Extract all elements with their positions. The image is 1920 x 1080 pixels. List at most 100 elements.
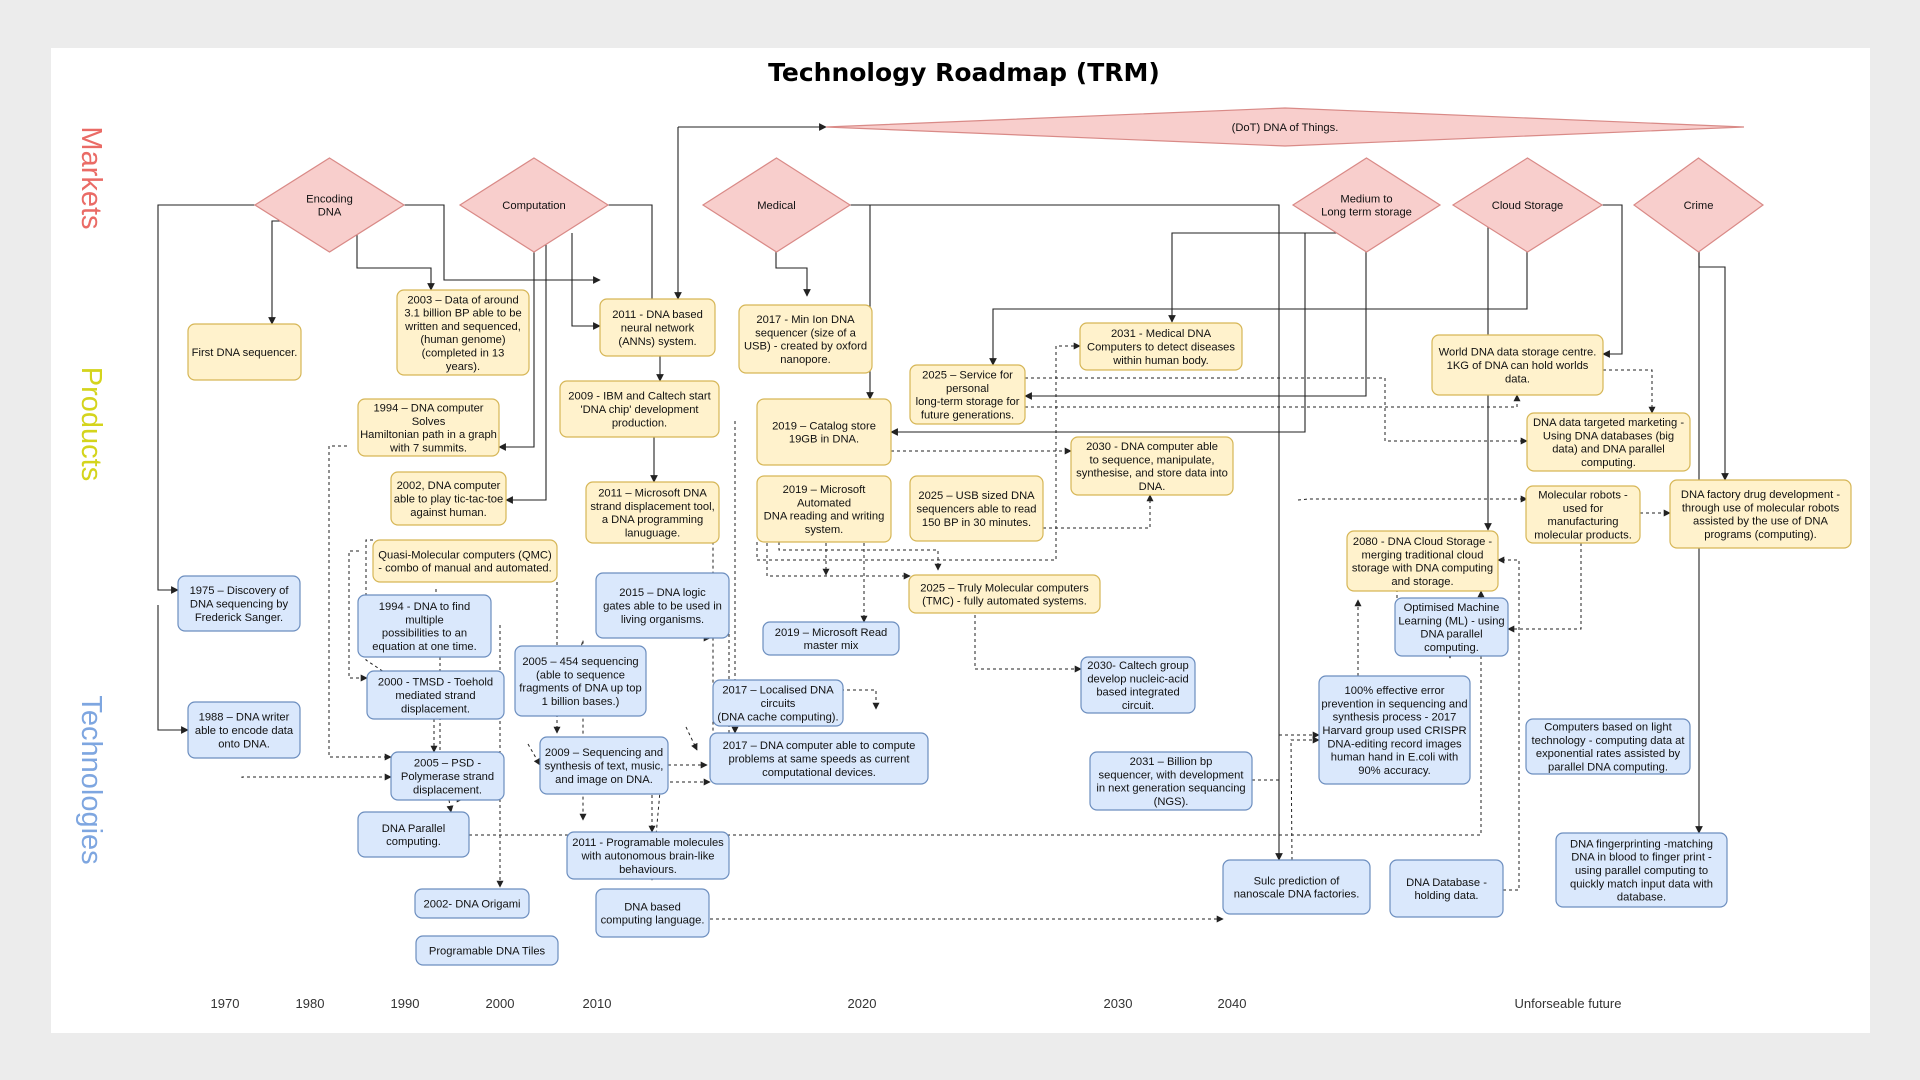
product-2009ibm-text: 'DNA chip' development	[580, 404, 699, 416]
product-factory-text: programs (computing).	[1704, 529, 1817, 541]
tech-1994eq-text: possibilities to an	[382, 628, 467, 640]
product-2017min-text: sequencer (size of a	[755, 327, 857, 339]
tech-2030cal-text: circuit.	[1122, 700, 1154, 712]
product-2030comp-text: to sequence, manipulate,	[1089, 454, 1214, 466]
tech-2017comp-text: computational devices.	[762, 767, 876, 779]
tech-tiles[interactable]: Programable DNA Tiles	[415, 935, 559, 966]
tech-2017comp[interactable]: 2017 – DNA computer able to compute probl…	[709, 732, 929, 785]
market-computation-shape	[458, 157, 610, 253]
product-2011ann-text: 2011 - DNA based	[612, 309, 703, 321]
tech-origami[interactable]: 2002- DNA Origami	[414, 888, 530, 919]
product-target[interactable]: DNA data targeted marketing -Using DNA d…	[1526, 412, 1691, 472]
tech-2009syn-text: 2009 – Sequencing and	[545, 747, 663, 759]
market-medium-text: Medium to	[1340, 193, 1392, 205]
dashed-connector	[974, 591, 1082, 673]
year-label: 2040	[1218, 996, 1247, 1011]
tech-error-text: human hand in E.coli with	[1331, 752, 1459, 764]
market-crime[interactable]: Crime	[1632, 157, 1765, 253]
product-tmc[interactable]: 2025 – Truly Molecular computers(TMC) - …	[908, 574, 1101, 614]
market-medical-text: Medical	[757, 200, 796, 212]
solid-connector	[498, 233, 535, 451]
tech-light-text: exponential rates assisted by	[1536, 748, 1681, 760]
product-2080-text: and storage.	[1391, 576, 1453, 588]
tech-2031bp-box	[1089, 751, 1253, 811]
dashed-connector	[469, 590, 1485, 836]
market-medium[interactable]: Medium to Long term storage	[1291, 157, 1442, 253]
tech-2015-text: living organisms.	[621, 614, 704, 626]
tech-database-box	[1389, 859, 1504, 918]
tech-fingerprint-text: DNA fingerprinting -matching	[1570, 838, 1713, 850]
dashed-connector	[1497, 556, 1520, 891]
tech-2009syn-text: synthesis of text, music,	[545, 761, 664, 773]
market-cloud[interactable]: Cloud Storage	[1451, 157, 1604, 253]
tech-2005psd[interactable]: 2005 – PSD -Polymerase stranddisplacemen…	[390, 751, 505, 801]
tech-2017comp-text: 2017 – DNA computer able to compute	[723, 740, 916, 752]
solid-connector	[505, 233, 547, 504]
product-2002tic-box	[390, 471, 507, 526]
tech-2011prog-text: 2011 - Programable molecules	[572, 837, 724, 849]
dashed-connector	[685, 726, 698, 751]
product-2017min-text: USB) - created by oxford	[744, 341, 867, 353]
market-computation[interactable]: Computation	[458, 157, 610, 253]
tech-2005seq[interactable]: 2005 – 454 sequencing(able to sequencefr…	[514, 645, 647, 717]
product-qmc[interactable]: Quasi-Molecular computers (QMC)- combo o…	[372, 539, 558, 583]
product-2080[interactable]: 2080 - DNA Cloud Storage -merging tradit…	[1346, 530, 1499, 592]
tech-database[interactable]: DNA Database -holding data.	[1389, 859, 1504, 918]
dashed-connector	[1603, 369, 1656, 414]
tech-lang-text: computing language.	[601, 915, 705, 927]
market-medium-text: Long term storage	[1321, 207, 1412, 219]
solid-connector	[850, 204, 1283, 861]
product-robots[interactable]: Molecular robots -used formanufacturingm…	[1525, 485, 1641, 544]
product-qmc-text: Quasi-Molecular computers (QMC)	[378, 549, 552, 561]
market-medical[interactable]: Medical	[701, 157, 852, 253]
tech-2009syn[interactable]: 2009 – Sequencing and synthesis of text, …	[539, 736, 669, 795]
tech-origami-box	[414, 888, 530, 919]
tech-database-text: holding data.	[1414, 890, 1478, 902]
market-dot[interactable]: (DoT) DNA of Things.	[825, 107, 1745, 147]
tech-1994eq[interactable]: 1994 - DNA to findmultiplepossibilities …	[357, 594, 492, 658]
product-1994ham-text: with 7 summits.	[389, 442, 467, 454]
page-title: Technology Roadmap (TRM)	[768, 58, 1160, 87]
product-world-text: data.	[1505, 373, 1530, 385]
product-first[interactable]: First DNA sequencer.	[187, 323, 302, 381]
tech-2017comp-text: problems at same speeds as current	[729, 754, 911, 766]
tech-sulc-box	[1222, 859, 1371, 915]
band-label-markets: Markets	[75, 126, 107, 229]
product-2009ibm[interactable]: 2009 - IBM and Caltech start'DNA chip' d…	[559, 380, 720, 438]
dashed-connector	[766, 531, 911, 580]
tech-1988-text: onto DNA.	[218, 738, 270, 750]
year-label: 2000	[486, 996, 515, 1011]
tech-2005psd-box	[390, 751, 505, 801]
product-factory[interactable]: DNA factory drug development -through us…	[1669, 479, 1852, 549]
product-world[interactable]: World DNA data storage centre.1KG of DNA…	[1431, 334, 1604, 396]
